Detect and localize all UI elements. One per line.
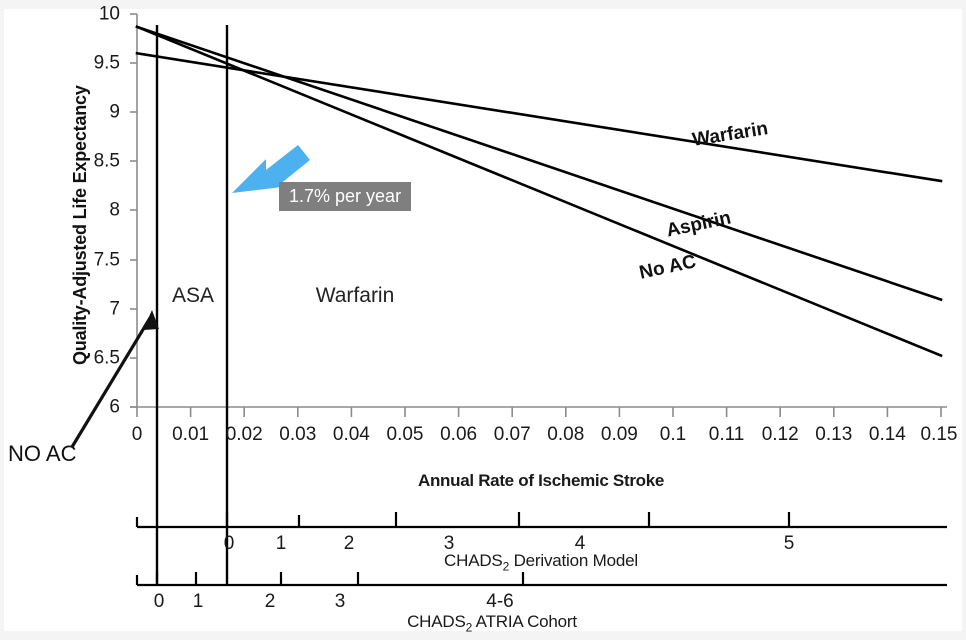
x-tick-label: 0.03 xyxy=(279,424,317,445)
chads2-derivation-tick: 1 xyxy=(275,533,287,554)
x-tick-label: 0 xyxy=(131,424,143,445)
region-label-warfarin: Warfarin xyxy=(315,284,395,307)
y-tick-label: 6 xyxy=(109,396,120,418)
rate-callout-label: 1.7% per year xyxy=(279,182,412,211)
x-tick-label: 0.1 xyxy=(659,424,687,445)
strategy-lines xyxy=(135,25,943,358)
x-tick-label: 0.04 xyxy=(332,424,370,445)
chads2-derivation-tick: 0 xyxy=(223,533,235,554)
x-tick-label: 0.13 xyxy=(815,424,853,445)
x-axis xyxy=(130,406,947,417)
chads2-atria-axis xyxy=(135,572,947,587)
x-tick-label: 0.12 xyxy=(761,424,799,445)
y-tick-label: 8 xyxy=(109,199,120,221)
chads2-atria-axis-title: CHADS2 ATRIA Cohort xyxy=(407,613,577,633)
y-tick-label: 7.5 xyxy=(93,249,120,271)
chads2-atria-tick: 1 xyxy=(192,591,204,612)
chads2-atria-tick: 2 xyxy=(264,591,276,612)
no-ac-pointer-arrow xyxy=(70,310,159,448)
line-no-ac xyxy=(135,25,943,358)
x-tick-label: 0.08 xyxy=(547,424,585,445)
chads2-derivation-title-sub: 2 xyxy=(502,559,510,574)
line-warfarin xyxy=(135,51,943,183)
x-axis-title: Annual Rate of Ischemic Stroke xyxy=(417,471,665,490)
y-tick-label: 6.5 xyxy=(93,347,120,369)
y-tick-label: 9.5 xyxy=(93,52,120,74)
rate-callout-arrow xyxy=(232,145,310,193)
chads2-derivation-tick: 5 xyxy=(783,533,795,554)
chads2-atria-tick: 3 xyxy=(334,591,346,612)
no-ac-external-label: NO AC xyxy=(8,441,77,466)
chads2-atria-tick: 0 xyxy=(153,591,165,612)
chads2-atria-tick: 4-6 xyxy=(486,591,514,612)
x-tick-label: 0.06 xyxy=(440,424,478,445)
y-tick-label: 9 xyxy=(109,101,120,123)
x-tick-label: 0.05 xyxy=(386,424,424,445)
chads2-derivation-axis xyxy=(135,512,947,529)
chads2-derivation-axis-title: CHADS2 Derivation Model xyxy=(444,552,638,572)
x-tick-label: 0.14 xyxy=(868,424,906,445)
y-tick-label: 7 xyxy=(109,298,120,320)
y-tick-label: 10 xyxy=(98,3,120,25)
chads2-derivation-tick: 4 xyxy=(574,533,586,554)
x-tick-label: 0.01 xyxy=(172,424,210,445)
chads2-atria-title-sub: 2 xyxy=(465,620,473,635)
threshold-lines xyxy=(155,25,229,585)
chads2-derivation-title-rest: Derivation Model xyxy=(509,551,639,570)
chads2-atria-title-main: CHADS xyxy=(407,612,466,631)
x-tick-label: 0.09 xyxy=(600,424,638,445)
y-tick-label: 8.5 xyxy=(93,150,120,172)
x-tick-label: 0.07 xyxy=(493,424,531,445)
chads2-atria-title-rest: ATRIA Cohort xyxy=(472,612,577,631)
x-tick-label: 0.15 xyxy=(920,424,958,445)
y-axis-title: Quality-Adjusted Life Expectancy xyxy=(70,85,90,365)
chads2-derivation-tick: 2 xyxy=(343,533,355,554)
chads2-derivation-title-main: CHADS xyxy=(444,551,503,570)
line-aspirin xyxy=(135,25,943,302)
x-tick-label: 0.11 xyxy=(708,424,745,445)
x-tick-label: 0.02 xyxy=(225,424,263,445)
region-label-asa: ASA xyxy=(171,284,215,307)
chads2-derivation-tick: 3 xyxy=(443,533,455,554)
